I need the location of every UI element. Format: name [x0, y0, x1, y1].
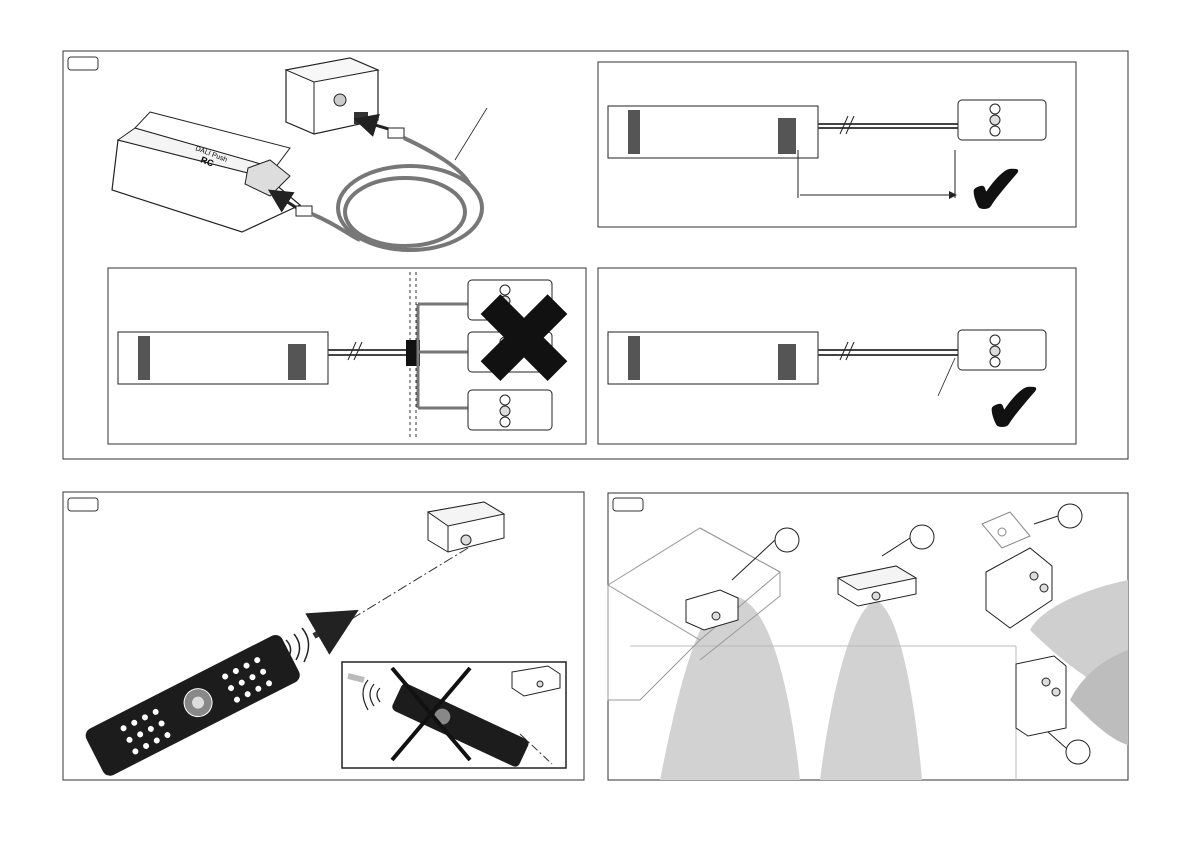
rj-plug	[388, 128, 404, 138]
callout-line	[455, 108, 487, 160]
sensor-icon	[1016, 656, 1066, 736]
callout-circle	[775, 528, 799, 552]
callout-circle	[1066, 740, 1090, 764]
figure-tag	[613, 498, 643, 511]
check-icon: ✔	[985, 369, 1044, 447]
check-icon: ✔	[967, 151, 1026, 229]
rj-plug	[296, 206, 312, 216]
wall-mount	[1016, 656, 1090, 764]
sensor-icon	[428, 502, 504, 552]
sensor-icon	[958, 330, 1046, 370]
arrow-icon	[314, 622, 338, 636]
figure-tag	[68, 57, 98, 70]
surface-ceiling-mount	[838, 525, 934, 606]
panel-wiring: DALI Push RC	[63, 51, 1128, 459]
light-cone-icon	[820, 600, 922, 780]
callout-circle	[910, 525, 934, 549]
remote-icon	[83, 632, 303, 778]
sensor-icon	[838, 566, 916, 606]
panel-mounting	[608, 493, 1128, 780]
callout-circle	[1058, 504, 1082, 528]
coiled-cable	[312, 138, 482, 250]
cross-icon: ✖	[470, 267, 579, 413]
subpanel-correct-cable: ✔	[598, 268, 1076, 447]
sensor-icon	[958, 100, 1046, 140]
sensor-icon	[286, 58, 378, 134]
inset-blocked	[342, 662, 566, 768]
ir-beam	[340, 548, 468, 626]
subpanel-not-allowed: ✖	[108, 267, 586, 444]
arrow-icon	[348, 676, 364, 680]
figure-tag	[68, 498, 98, 511]
panel-remote	[63, 492, 584, 780]
controller-icon: DALI Push RC	[112, 112, 300, 232]
subpanel-correct-long: ✔	[598, 62, 1076, 229]
light-cone-icon	[660, 596, 800, 780]
